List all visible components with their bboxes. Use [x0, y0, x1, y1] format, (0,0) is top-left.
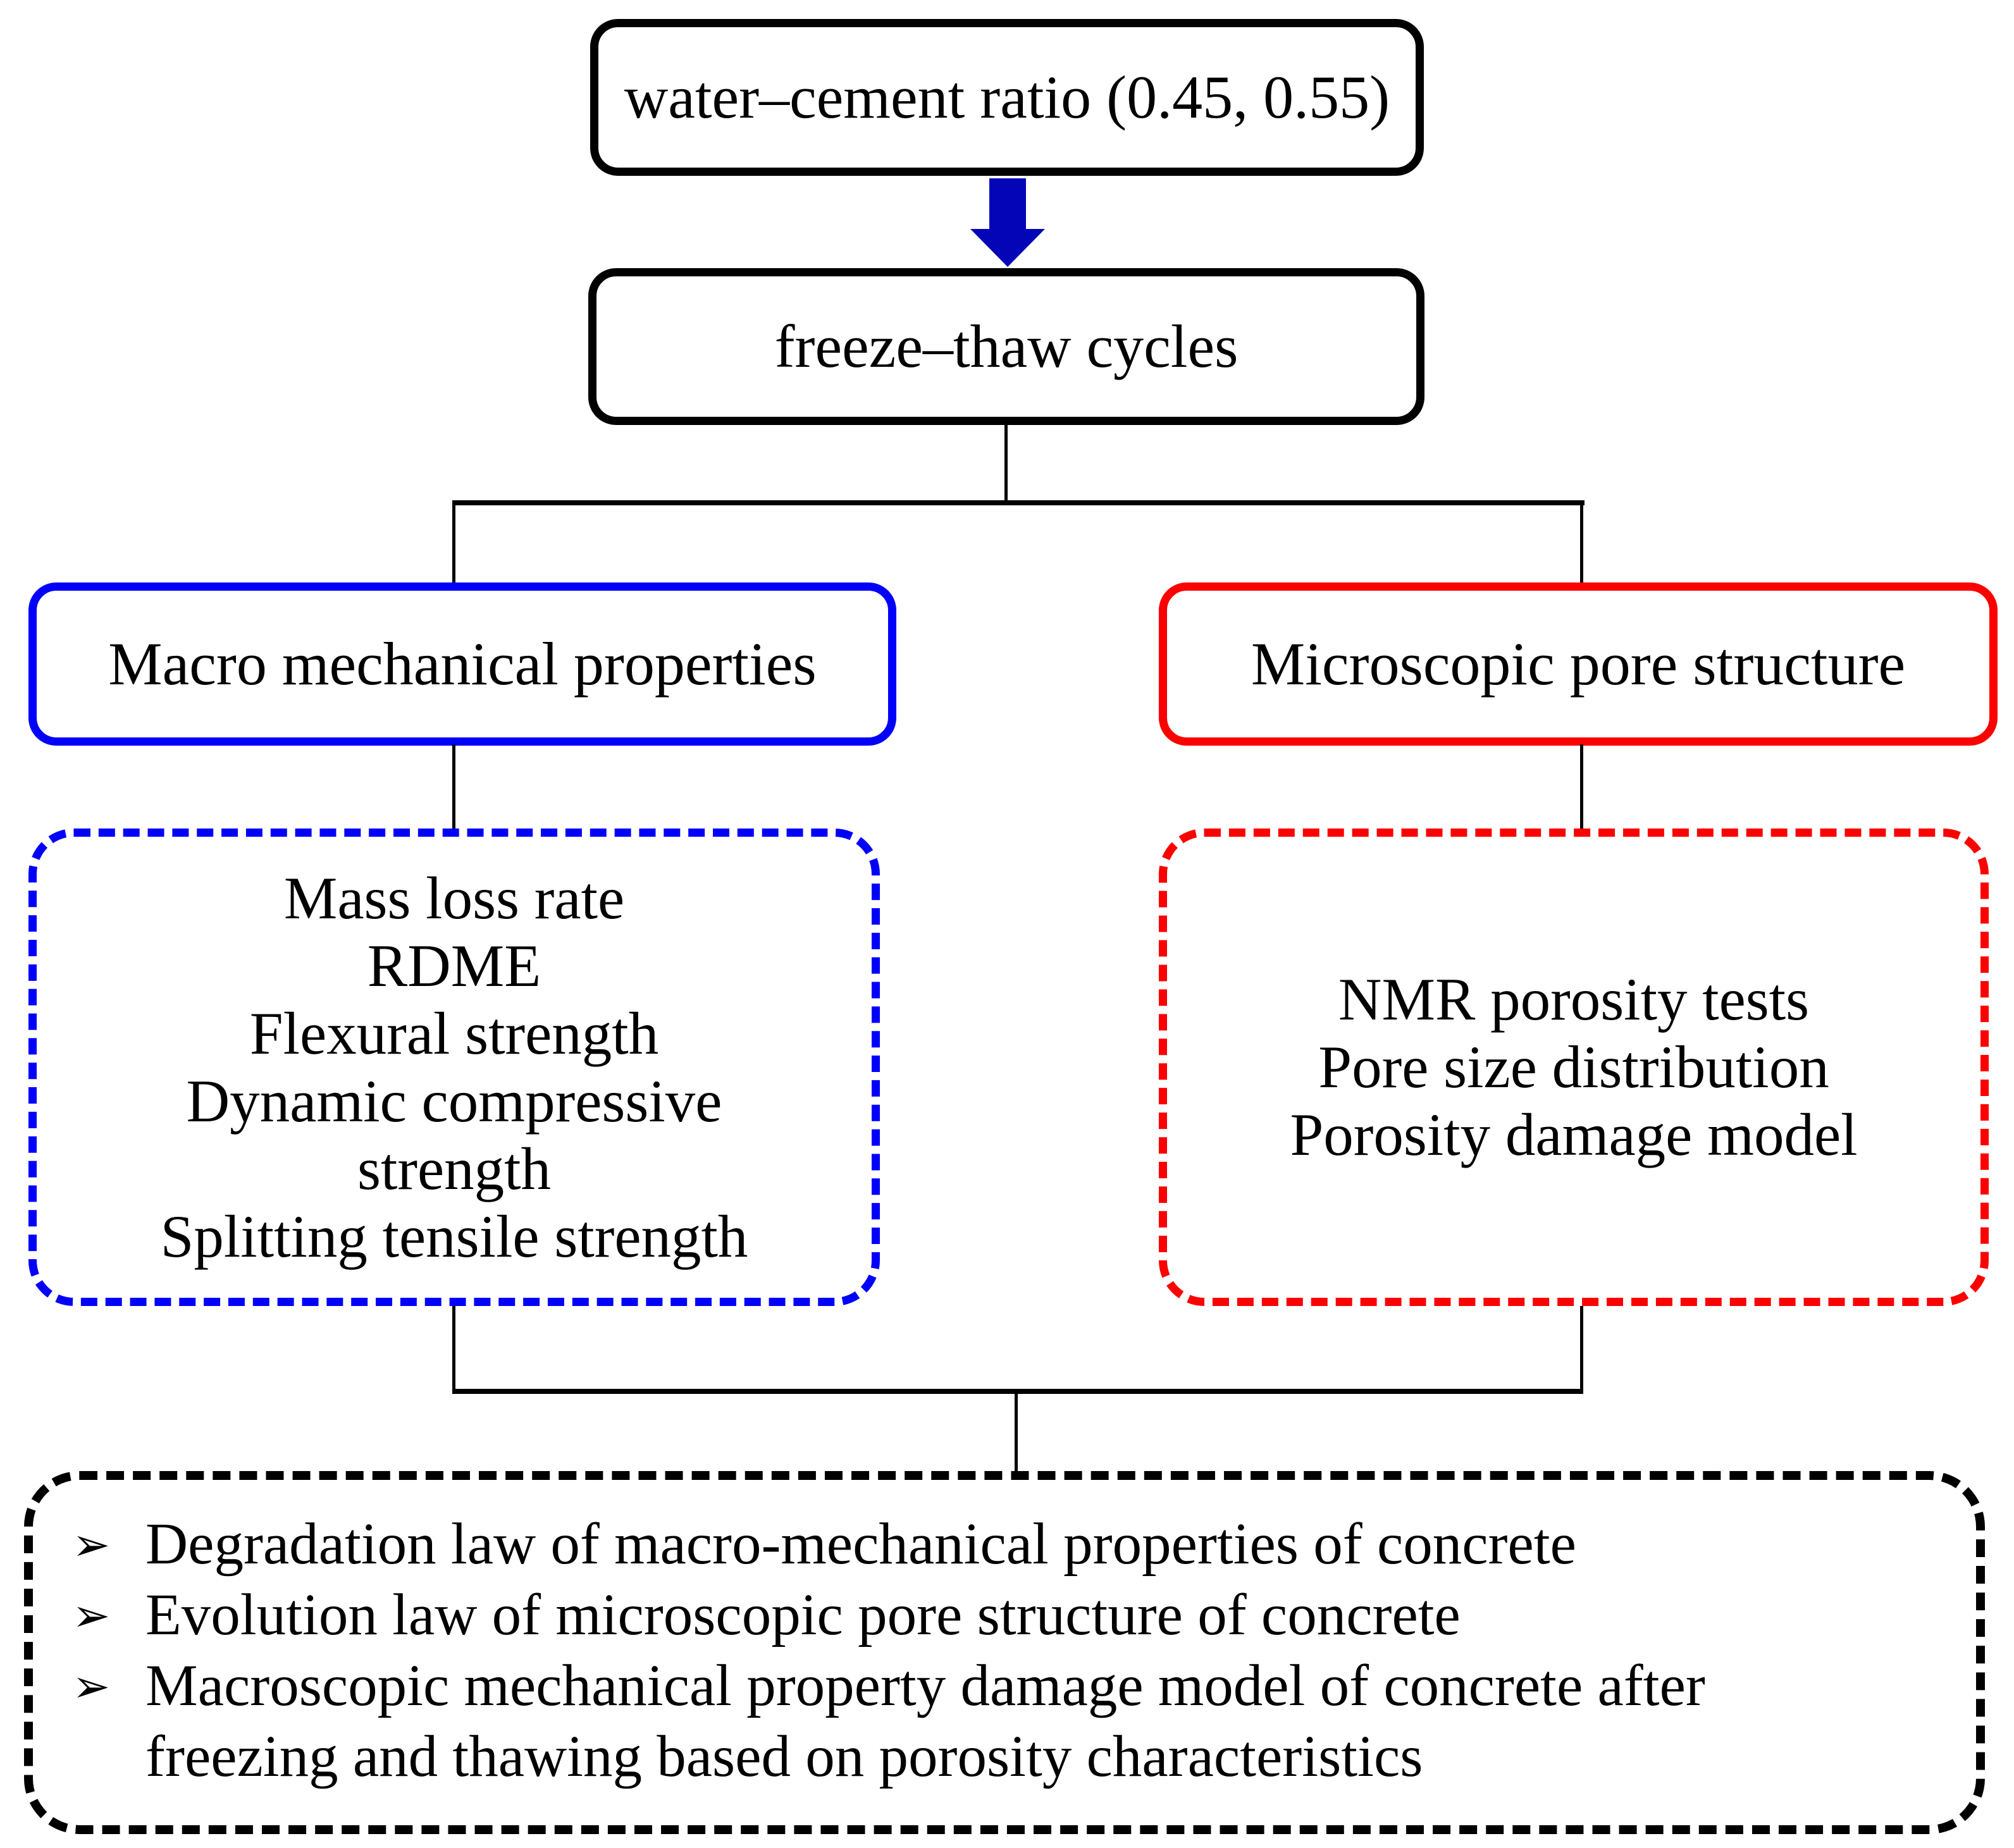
- node-water-cement-ratio-label: water–cement ratio (0.45, 0.55): [624, 63, 1390, 132]
- list-item: Flexural strength: [249, 999, 659, 1067]
- outcome-text: Macroscopic mechanical property damage m…: [145, 1653, 1705, 1789]
- node-freeze-thaw-cycles: freeze–thaw cycles: [588, 268, 1424, 425]
- connector-line: [452, 744, 455, 830]
- list-item: RDME: [367, 932, 541, 999]
- connector-line: [452, 1389, 1583, 1394]
- arrowhead-bullet-icon: ➢: [72, 1589, 111, 1642]
- connector-line: [452, 500, 455, 585]
- outcome-item: ➢ Macroscopic mechanical property damage…: [66, 1651, 1953, 1792]
- list-item: Dynamic compressive strength: [186, 1067, 722, 1202]
- connector-line: [1004, 424, 1008, 503]
- list-item: Pore size distribution: [1318, 1033, 1829, 1100]
- connector-line: [1015, 1389, 1018, 1472]
- list-item: NMR porosity tests: [1338, 966, 1810, 1033]
- node-macro-mechanical-properties: Macro mechanical properties: [28, 582, 896, 746]
- outcome-text: Degradation law of macro-mechanical prop…: [145, 1512, 1576, 1577]
- connector-line: [1580, 1306, 1583, 1393]
- down-arrow-icon: [970, 178, 1045, 267]
- node-microscopic-pore-structure: Microscopic pore structure: [1159, 582, 1998, 746]
- node-microscopic-pore-structure-label: Microscopic pore structure: [1251, 630, 1906, 698]
- node-macro-mechanical-properties-label: Macro mechanical properties: [108, 630, 817, 698]
- node-freeze-thaw-cycles-label: freeze–thaw cycles: [774, 312, 1239, 381]
- connector-line: [452, 1306, 455, 1393]
- panel-outcomes: ➢ Degradation law of macro-mechanical pr…: [24, 1471, 1985, 1834]
- list-item: Porosity damage model: [1290, 1101, 1858, 1168]
- list-item: Mass loss rate: [283, 864, 625, 932]
- arrowhead-bullet-icon: ➢: [72, 1660, 111, 1713]
- node-water-cement-ratio: water–cement ratio (0.45, 0.55): [590, 19, 1424, 176]
- list-item: Splitting tensile strength: [160, 1202, 748, 1270]
- outcome-text: Evolution law of microscopic pore struct…: [145, 1582, 1461, 1648]
- connector-line: [1580, 744, 1583, 830]
- panel-micro-tests: NMR porosity tests Pore size distributio…: [1159, 829, 1989, 1306]
- outcome-item: ➢ Degradation law of macro-mechanical pr…: [66, 1509, 1953, 1580]
- connector-line: [452, 500, 1585, 505]
- arrowhead-bullet-icon: ➢: [72, 1518, 111, 1571]
- panel-macro-tests: Mass loss rate RDME Flexural strength Dy…: [28, 829, 880, 1306]
- outcome-item: ➢ Evolution law of microscopic pore stru…: [66, 1580, 1953, 1651]
- connector-line: [1580, 500, 1583, 585]
